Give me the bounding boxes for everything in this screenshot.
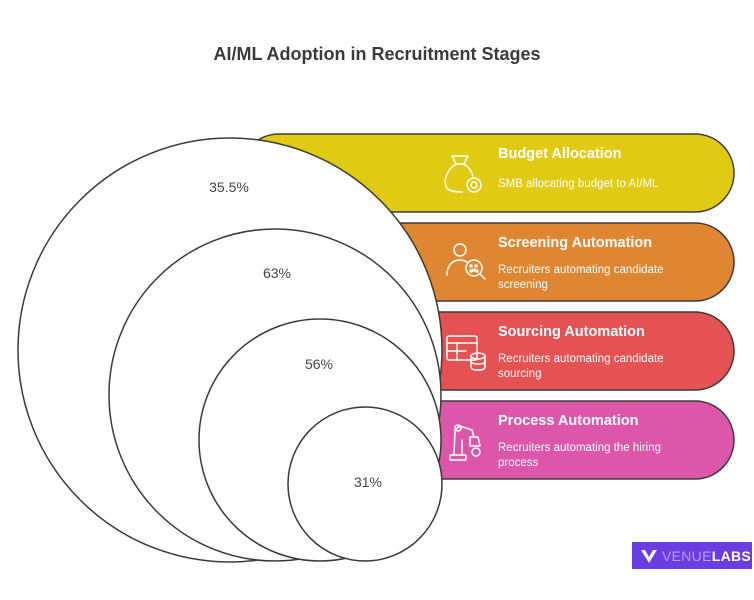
logo-v-icon xyxy=(641,549,657,563)
page-title: AI/ML Adoption in Recruitment Stages xyxy=(213,44,541,64)
title-process: Process Automation xyxy=(498,413,639,429)
desc-budget: SMB allocating budget to AI/ML xyxy=(498,178,659,190)
title-sourcing: Sourcing Automation xyxy=(498,324,645,340)
robot-arm-icon xyxy=(449,424,481,461)
value-screening: 63% xyxy=(262,265,292,281)
value-process: 31% xyxy=(353,474,383,490)
user-search-icon xyxy=(446,243,486,280)
circle-process xyxy=(287,406,443,562)
logo-wordmark: VENUELABS xyxy=(662,547,752,564)
venuelabs-logo: VENUELABS xyxy=(632,542,752,569)
value-sourcing: 56% xyxy=(304,356,334,372)
desc-process: Recruiters automating the hiring process xyxy=(498,442,661,469)
desc-sourcing: Recruiters automating candidate sourcing xyxy=(498,353,664,380)
money-bag-icon xyxy=(444,155,482,193)
desc-screening: Recruiters automating candidate screenin… xyxy=(498,264,664,291)
title-screening: Screening Automation xyxy=(498,235,653,251)
value-budget: 35.5% xyxy=(209,179,249,195)
database-table-icon xyxy=(446,335,486,371)
title-budget: Budget Allocation xyxy=(498,146,622,162)
